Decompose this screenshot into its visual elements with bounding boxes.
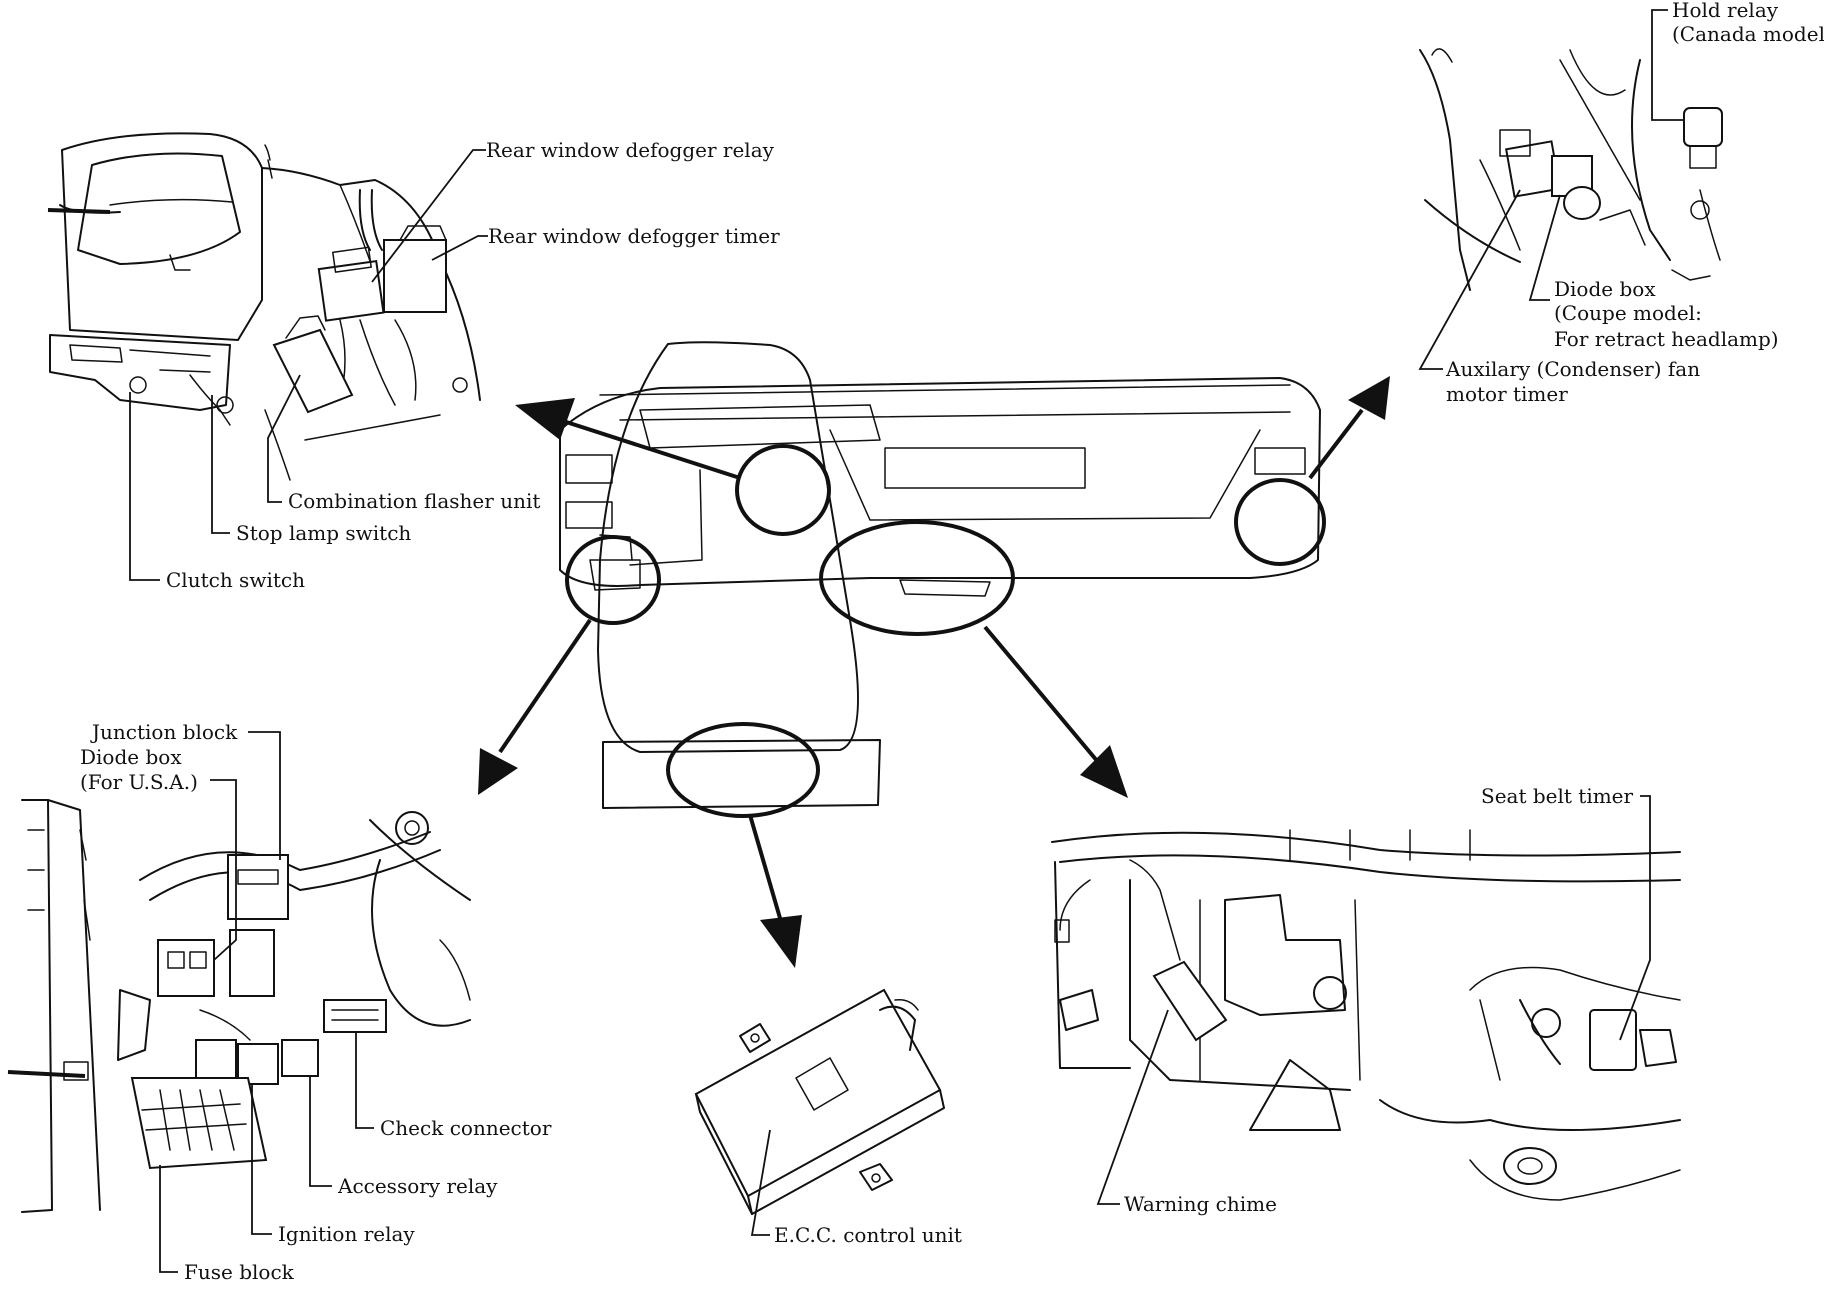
leader-clutch-switch	[129, 392, 160, 581]
junction-block-shape	[227, 854, 289, 920]
label-check-connector: Check connector	[380, 1116, 552, 1140]
leader-seat-belt-timer	[1619, 795, 1651, 1041]
ecc-control-unit-shape	[694, 988, 942, 1198]
fuse-block-shape	[130, 1077, 268, 1170]
instrument-panel-overview	[478, 341, 1390, 968]
combination-flasher-unit-shape	[272, 328, 354, 414]
detail-lower-right: Seat belt timer Warning chime	[1051, 784, 1681, 1216]
seat-belt-timer-shape	[1589, 1009, 1637, 1071]
leader-hold-relay	[1651, 9, 1684, 121]
leader-accessory-relay	[309, 1076, 332, 1187]
leader-ecc-control-unit	[750, 1129, 771, 1236]
detail-lower-left: Junction block Diode box (For U.S.A.) Ch…	[7, 720, 552, 1284]
label-warning-chime: Warning chime	[1124, 1192, 1277, 1216]
label-aux-fan-timer-line2: motor timer	[1446, 382, 1568, 406]
label-diode-box-coupe-line3: For retract headlamp)	[1554, 327, 1779, 351]
arrow-to-lower-left-detail	[478, 618, 592, 795]
label-fuse-block: Fuse block	[184, 1260, 295, 1284]
label-diode-box-coupe-line1: Diode box	[1554, 277, 1656, 301]
highlight-circle-center-lower	[819, 520, 1015, 636]
leader-ignition-relay	[251, 1084, 272, 1235]
leader-stop-lamp-switch	[211, 395, 230, 534]
leader-rear-window-defogger-timer	[431, 235, 488, 261]
defogger-timer-box	[383, 239, 447, 313]
highlight-circle-right	[1234, 478, 1326, 566]
label-diode-box-usa-line1: Diode box	[80, 745, 182, 769]
label-junction-block: Junction block	[90, 720, 238, 744]
leader-junction-block	[248, 731, 281, 860]
highlight-circle-column-left	[735, 444, 831, 536]
leader-fuse-block	[159, 1165, 178, 1273]
defogger-relay-box	[317, 259, 385, 322]
arrow-to-lower-center-detail	[748, 814, 802, 968]
label-rear-window-defogger-timer: Rear window defogger timer	[488, 224, 780, 248]
leader-diode-box-usa	[210, 779, 237, 961]
check-connector-shape	[323, 999, 387, 1033]
ignition-relay-shape	[237, 1043, 279, 1085]
label-hold-relay-line1: Hold relay	[1672, 0, 1779, 22]
label-ignition-relay: Ignition relay	[278, 1222, 415, 1246]
arrow-to-lower-right-detail	[983, 625, 1128, 798]
label-ecc-control-unit: E.C.C. control unit	[774, 1223, 962, 1247]
arrow-to-upper-right-detail	[1308, 376, 1390, 480]
label-hold-relay-line2: (Canada model)	[1672, 22, 1824, 46]
label-combination-flasher-unit: Combination flasher unit	[288, 489, 540, 513]
detail-upper-left: Rear window defogger relay Rear window d…	[47, 132, 780, 592]
label-stop-lamp-switch: Stop lamp switch	[236, 521, 411, 545]
highlight-circle-column-lower	[666, 722, 820, 818]
accessory-relay-shape	[281, 1039, 319, 1077]
label-rear-window-defogger-relay: Rear window defogger relay	[486, 138, 775, 162]
detail-upper-right: Hold relay (Canada model) Diode box (Cou…	[1418, 0, 1824, 406]
label-diode-box-usa-line2: (For U.S.A.)	[80, 770, 198, 794]
label-accessory-relay: Accessory relay	[337, 1174, 498, 1198]
leader-check-connector	[355, 1032, 374, 1129]
leader-diode-box-coupe	[1528, 194, 1561, 301]
arrow-to-upper-left-detail	[515, 398, 741, 480]
detail-lower-center: E.C.C. control unit	[694, 988, 962, 1247]
leader-combination-flasher-unit	[267, 374, 301, 503]
hold-relay-shape	[1683, 107, 1723, 147]
label-aux-fan-timer-line1: Auxilary (Condenser) fan	[1445, 357, 1700, 381]
label-seat-belt-timer: Seat belt timer	[1481, 784, 1634, 808]
leader-aux-fan-timer	[1418, 189, 1521, 370]
label-diode-box-coupe-line2: (Coupe model:	[1554, 301, 1702, 325]
highlight-circle-left-kick	[565, 535, 661, 625]
label-clutch-switch: Clutch switch	[166, 568, 305, 592]
warning-chime-shape	[1152, 960, 1228, 1042]
leader-rear-window-defogger-relay	[371, 149, 486, 283]
leader-warning-chime	[1096, 1009, 1169, 1205]
